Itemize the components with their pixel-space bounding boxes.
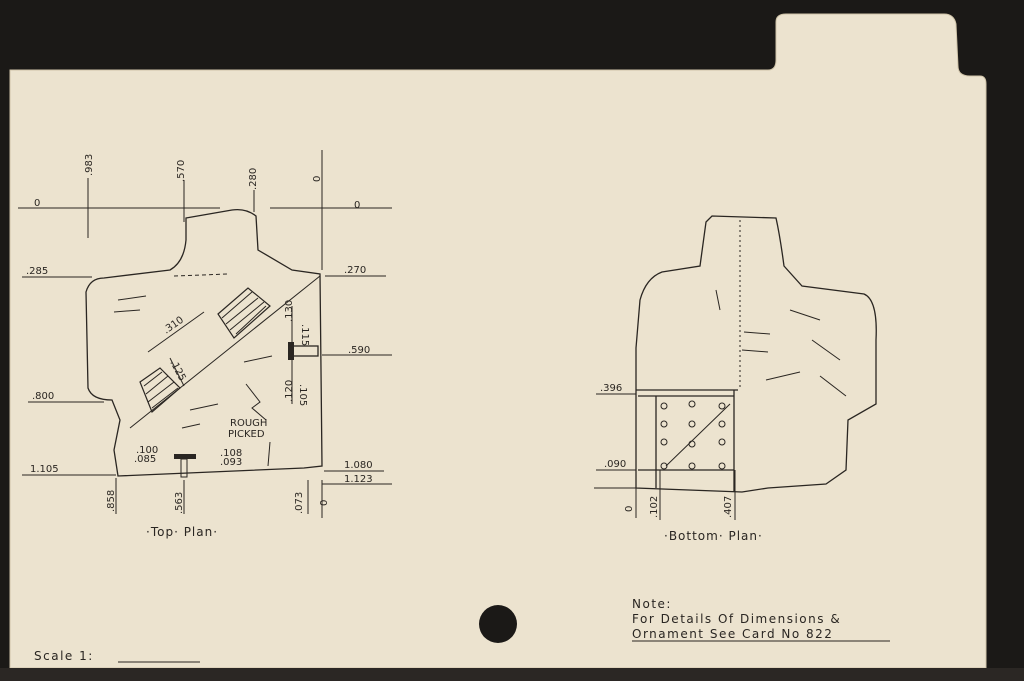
card-bottom-shadow (0, 668, 1024, 681)
top-plan-label: ·Top· Plan· (146, 525, 218, 539)
tp-dim-120: .120 (284, 380, 295, 402)
tp-right-0: 0 (354, 200, 360, 211)
tp-bottom-858: .858 (106, 490, 117, 512)
tp-dim-085: .085 (134, 454, 156, 465)
note-title: Note: (632, 597, 672, 611)
tp-vdim-280: .280 (248, 168, 259, 190)
bottom-plan-outline (635, 215, 877, 493)
tp-vdim-570: .570 (176, 160, 187, 182)
tp-dim-100: .100 (136, 445, 158, 456)
scale-label: Scale 1: (34, 649, 94, 663)
bottom-plan (594, 215, 877, 520)
tp-bottom-563: .563 (174, 492, 185, 514)
card-sheet (9, 13, 987, 669)
tp-left-285: .285 (26, 266, 48, 277)
tp-right-270: .270 (344, 265, 366, 276)
note-line-2: Ornament See Card No 822 (632, 627, 833, 641)
tp-right-1123: 1.123 (344, 474, 373, 485)
bottom-plan-label: ·Bottom· Plan· (664, 529, 763, 543)
tp-dim-115: .115 (299, 324, 310, 346)
tp-left-1105: 1.105 (30, 464, 59, 475)
tp-vdim-0: 0 (312, 176, 323, 182)
tp-dim-093: .093 (220, 457, 242, 468)
punch-hole (479, 605, 517, 643)
tp-left-800: .800 (32, 391, 54, 402)
bp-left-090: .090 (604, 459, 626, 470)
tp-dim-105: .105 (297, 384, 308, 406)
bp-bottom-0: 0 (624, 506, 635, 512)
tp-right-1080: 1.080 (344, 460, 373, 471)
tp-annot-picked: PICKED (228, 429, 265, 440)
bp-bottom-407: .407 (723, 496, 734, 518)
tp-bottom-073: .073 (294, 492, 305, 514)
bp-left-396: .396 (600, 383, 622, 394)
note-line-1: For Details Of Dimensions & (632, 612, 841, 626)
bp-bottom-102: .102 (649, 496, 660, 518)
tp-bottom-0: 0 (319, 500, 330, 506)
tp-left-0: 0 (34, 198, 40, 209)
tp-dim-130: .130 (284, 300, 295, 322)
tp-right-590: .590 (348, 345, 370, 356)
top-plan-outline (85, 208, 323, 477)
tp-vdim-983: .983 (84, 154, 95, 176)
tp-dim-108: .108 (220, 448, 242, 459)
tp-annot-rough: ROUGH (230, 418, 267, 429)
top-plan (18, 150, 392, 518)
